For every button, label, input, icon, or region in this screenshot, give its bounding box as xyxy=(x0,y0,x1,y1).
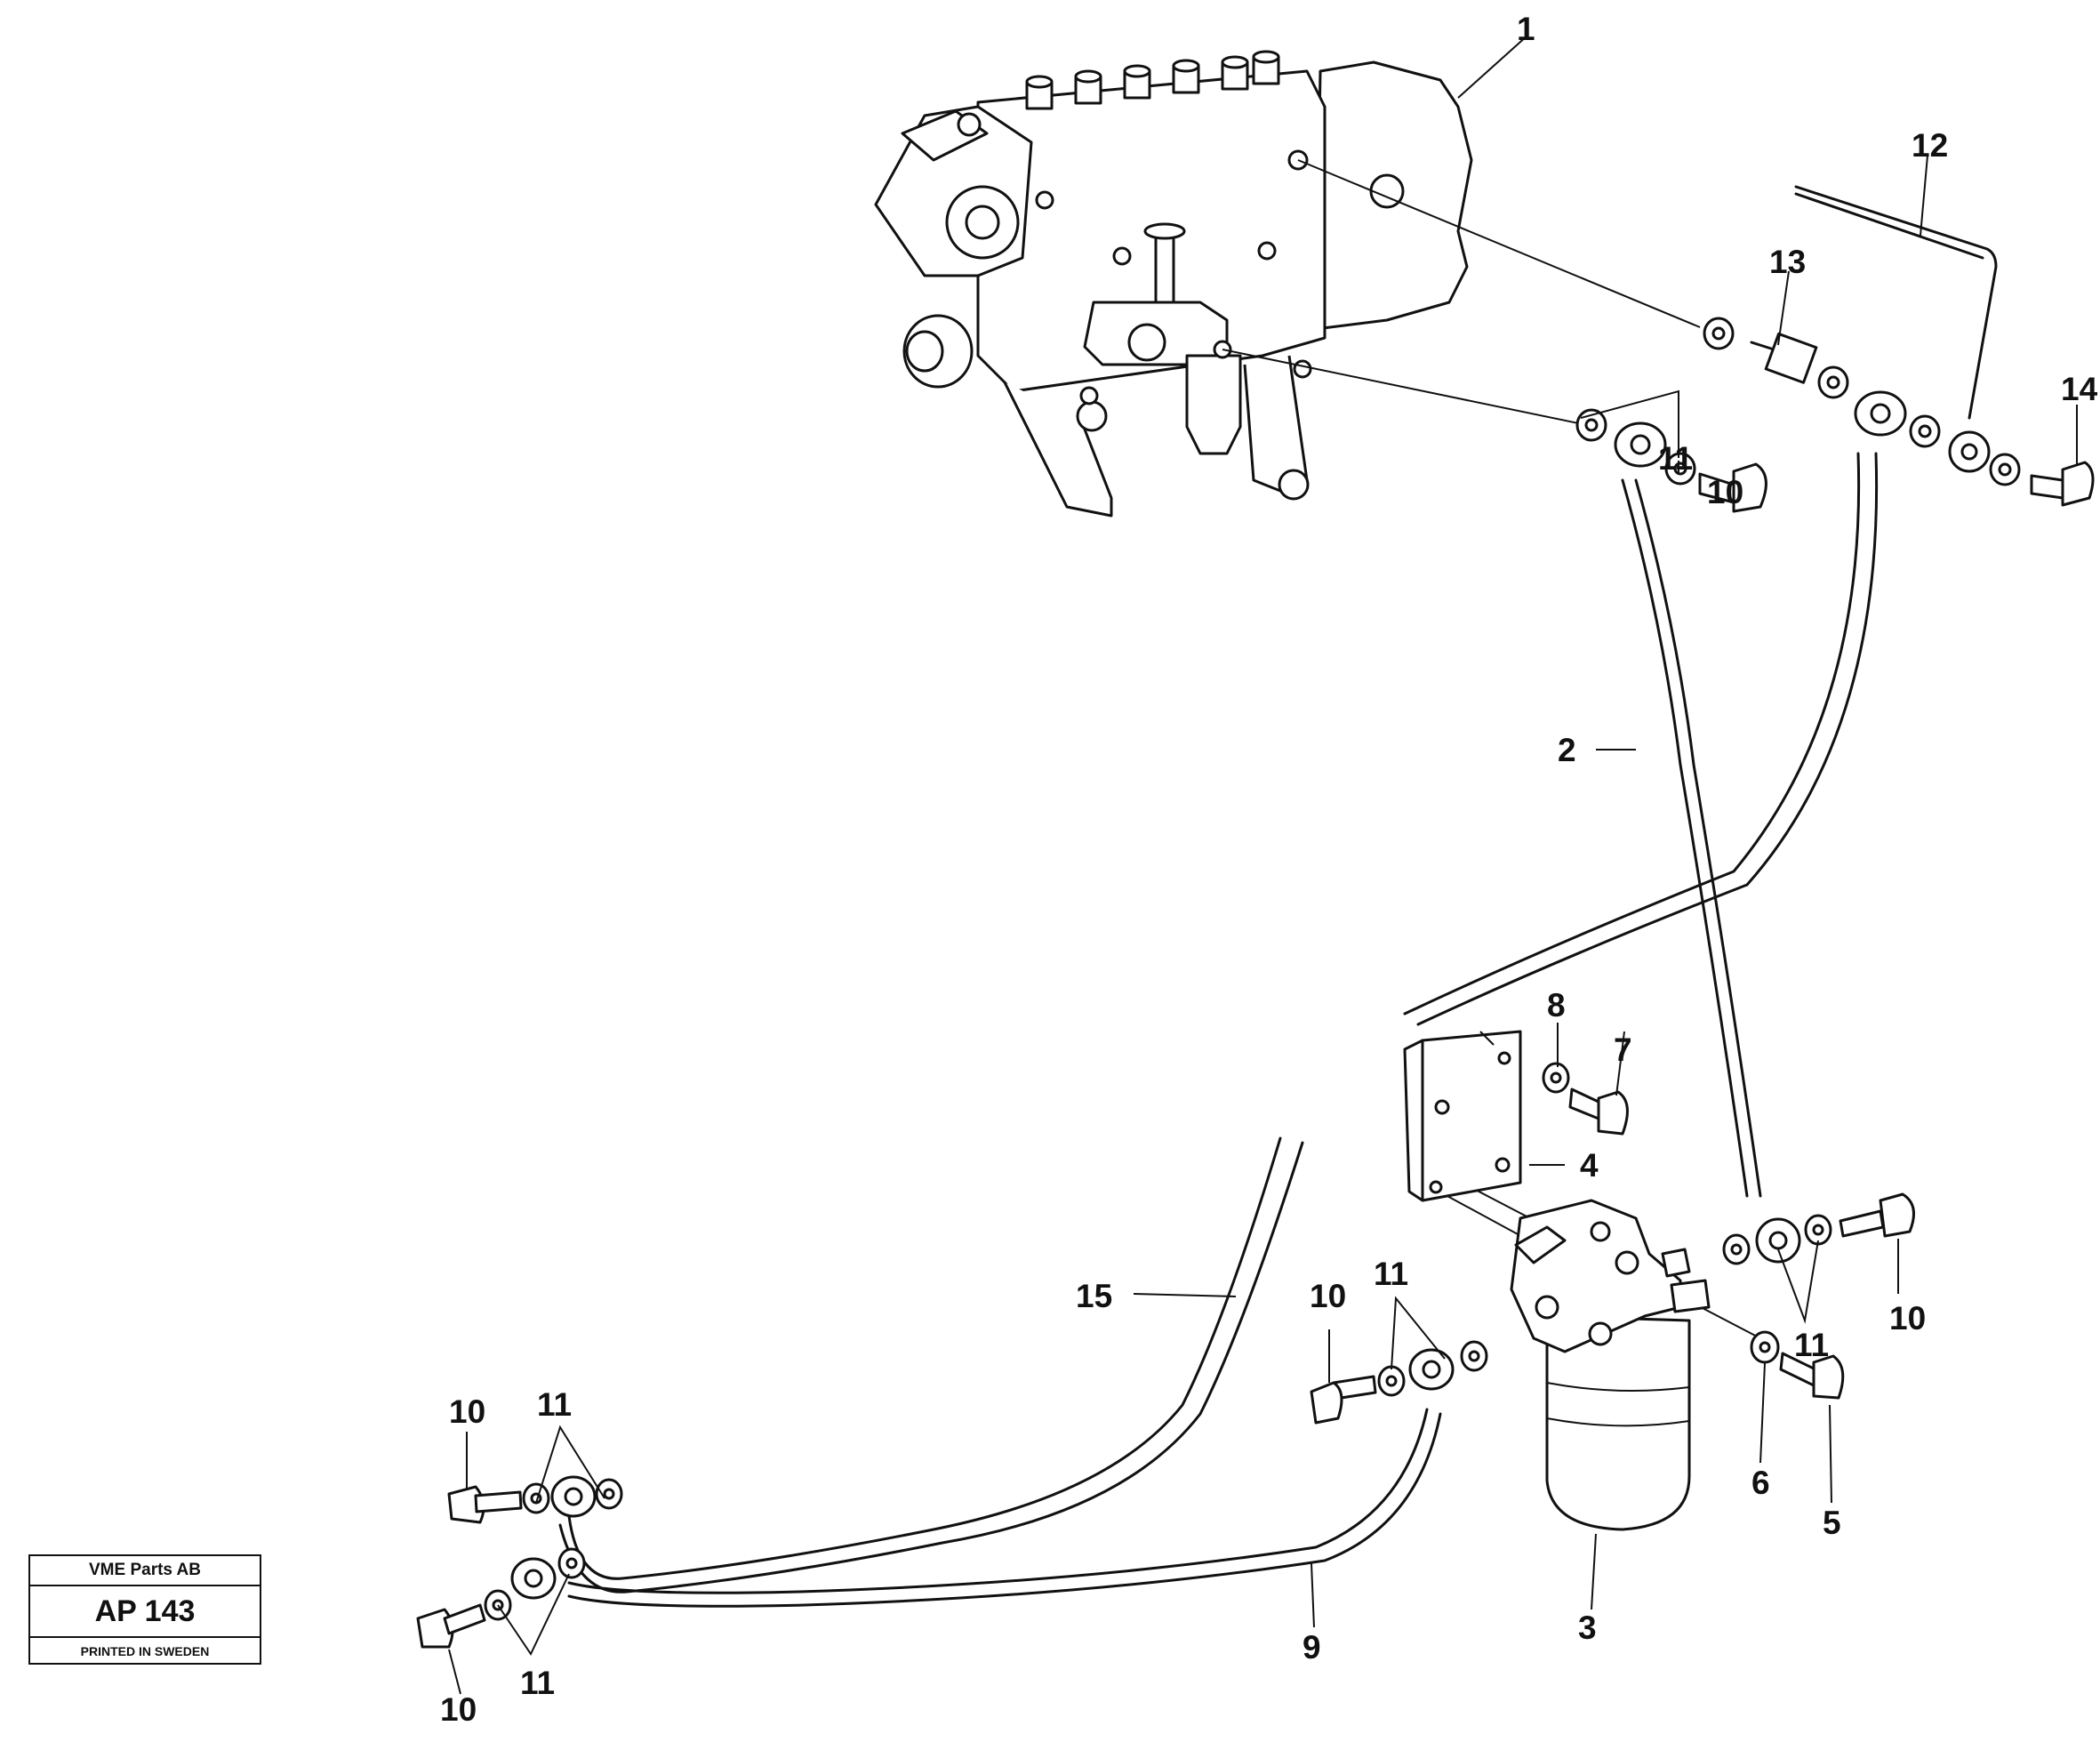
callout-10-d: 10 xyxy=(449,1393,485,1430)
callout-8: 8 xyxy=(1547,987,1566,1024)
return-hose xyxy=(1403,452,1861,1015)
callout-15: 15 xyxy=(1076,1278,1112,1314)
fuel-hose-15 xyxy=(567,1136,1282,1580)
publisher-stamp: VME Parts AB AP 143 PRINTED IN SWEDEN xyxy=(28,1554,261,1665)
callout-5: 5 xyxy=(1823,1505,1841,1541)
callout-10-a: 10 xyxy=(1707,474,1743,510)
callout-11-b: 11 xyxy=(1794,1327,1829,1363)
callout-10-b: 10 xyxy=(1889,1300,1926,1337)
pump-outlets xyxy=(1025,50,1280,110)
callout-2: 2 xyxy=(1558,732,1576,768)
fuel-filter-3 xyxy=(1510,1199,1711,1531)
stamp-code: AP 143 xyxy=(30,1586,260,1638)
fuel-hose-2 xyxy=(1621,478,1749,1198)
callout-labels: 1 2 3 4 5 6 7 8 9 10 10 10 10 10 11 11 1… xyxy=(440,11,2098,1728)
callout-14: 14 xyxy=(2061,371,2098,407)
callout-11-a: 11 xyxy=(1658,440,1693,477)
callout-7: 7 xyxy=(1614,1032,1632,1068)
callout-13: 13 xyxy=(1769,244,1806,280)
washer-6-bolt-5 xyxy=(1750,1330,1845,1400)
callout-11-e: 11 xyxy=(520,1665,555,1701)
fuel-hose-9 xyxy=(567,1408,1429,1594)
banjo-fittings-upper xyxy=(1575,317,2095,513)
callout-11-d: 11 xyxy=(537,1386,572,1423)
callout-6: 6 xyxy=(1751,1465,1770,1501)
filter-right-fittings xyxy=(1722,1192,1915,1265)
lower-left-fittings xyxy=(416,1475,623,1649)
filter-left-fittings xyxy=(1310,1340,1488,1425)
stamp-printed: PRINTED IN SWEDEN xyxy=(80,1644,210,1658)
bracket-4 xyxy=(1403,1030,1629,1202)
callout-12: 12 xyxy=(1912,127,1948,164)
steel-pipe-12 xyxy=(1794,185,1998,420)
callout-9: 9 xyxy=(1302,1629,1321,1666)
callout-10-e: 10 xyxy=(440,1691,477,1728)
callout-10-c: 10 xyxy=(1310,1278,1346,1314)
leader-lines xyxy=(448,35,2078,1695)
injection-pump xyxy=(874,50,1473,518)
callout-11-c: 11 xyxy=(1374,1256,1408,1292)
stamp-company: VME Parts AB xyxy=(30,1556,260,1586)
callout-3: 3 xyxy=(1578,1610,1597,1646)
callout-4: 4 xyxy=(1580,1147,1599,1184)
callout-1: 1 xyxy=(1517,11,1535,47)
